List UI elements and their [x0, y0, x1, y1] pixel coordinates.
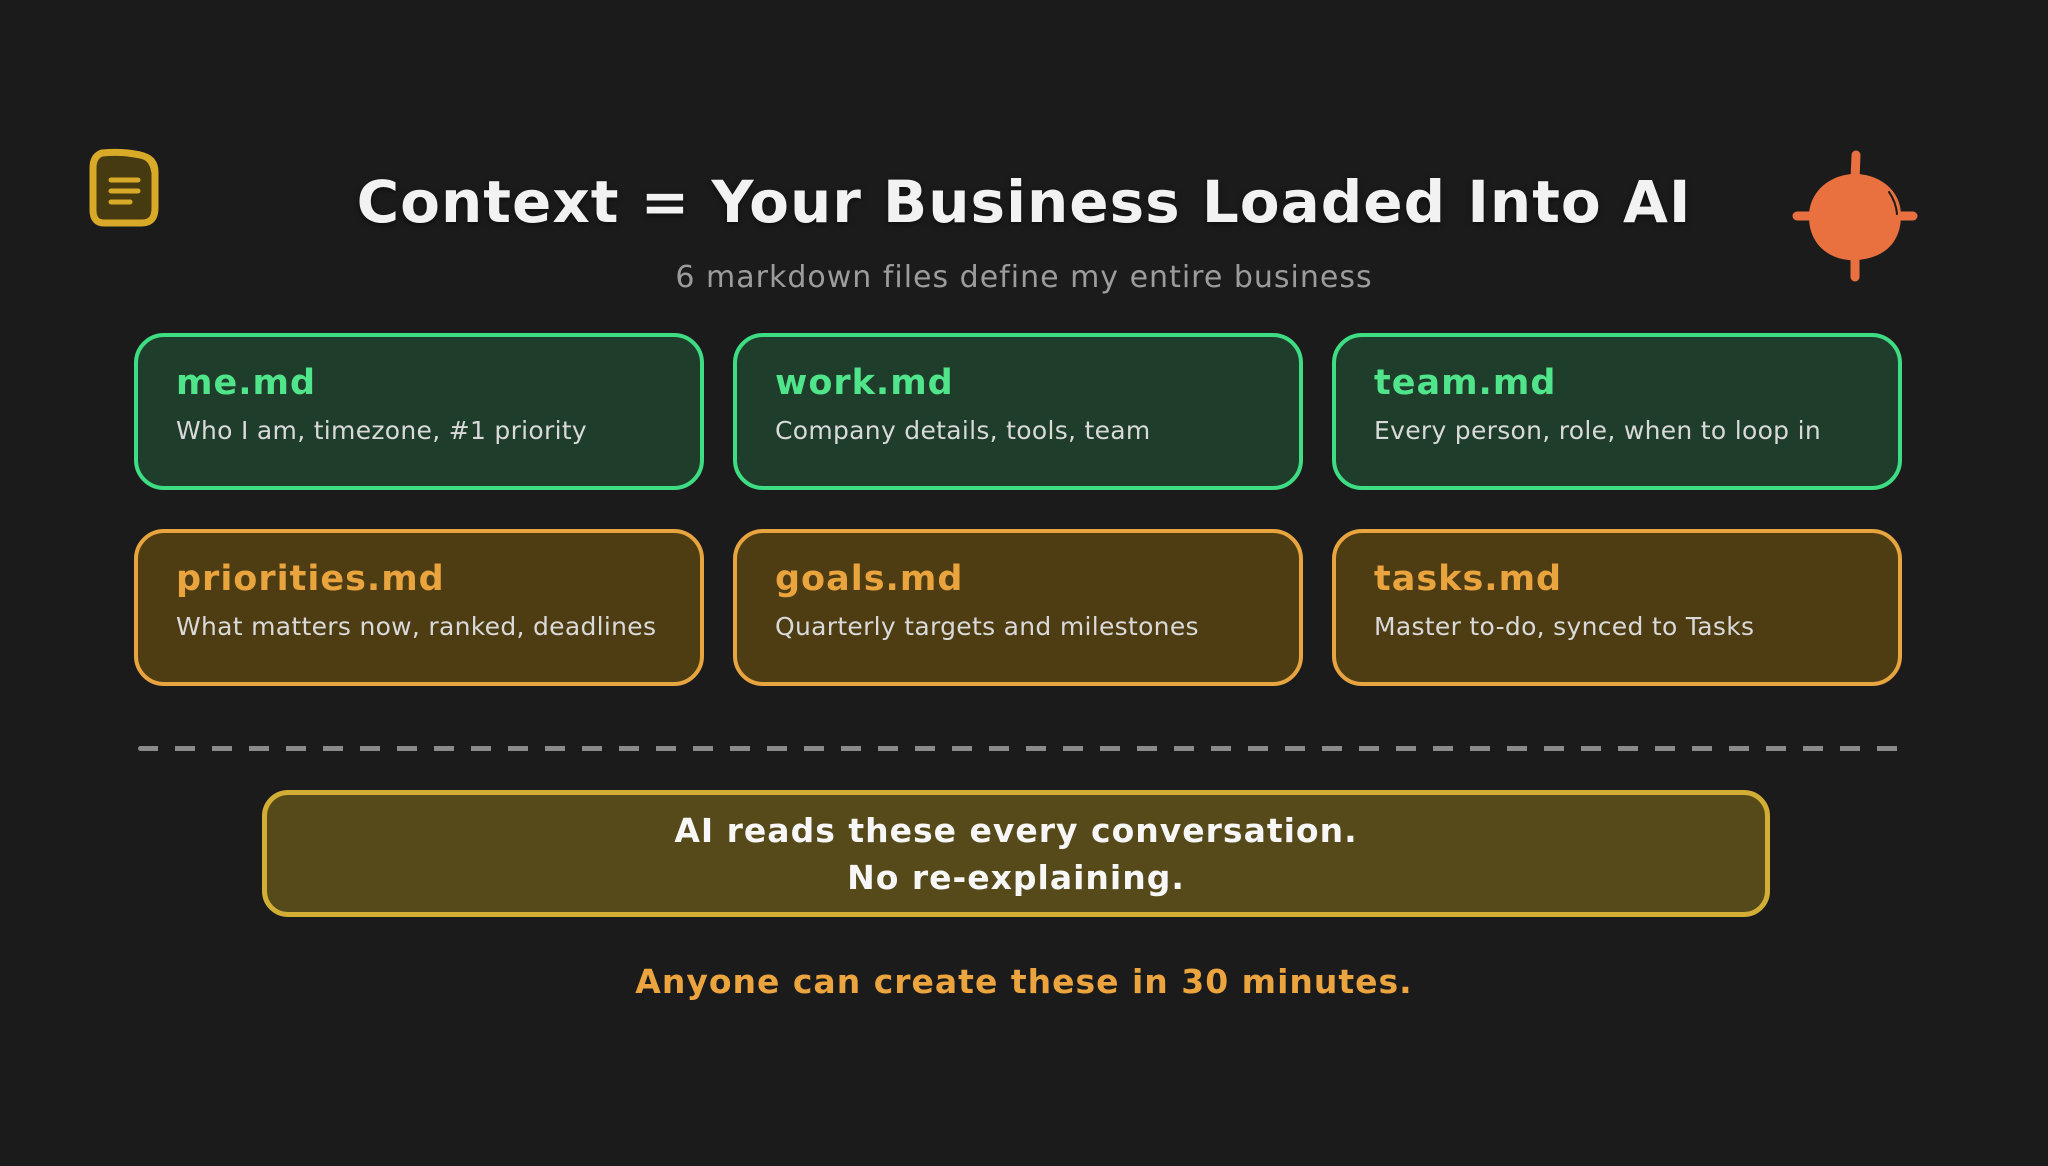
page-title: Context = Your Business Loaded Into AI [356, 168, 1692, 236]
card-tasks-md: tasks.md Master to-do, synced to Tasks [1332, 529, 1902, 686]
card-description: Who I am, timezone, #1 priority [176, 416, 588, 445]
highlight-callout: AI reads these every conversation. No re… [262, 790, 1770, 917]
card-description: Master to-do, synced to Tasks [1374, 612, 1755, 641]
card-description: Every person, role, when to loop in [1374, 416, 1821, 445]
card-me-md: me.md Who I am, timezone, #1 priority [134, 333, 704, 490]
card-title: goals.md [775, 559, 964, 599]
card-description: Quarterly targets and milestones [775, 612, 1199, 641]
card-description: Company details, tools, team [775, 416, 1151, 445]
card-description: What matters now, ranked, deadlines [176, 612, 657, 641]
card-priorities-md: priorities.md What matters now, ranked, … [134, 529, 704, 686]
highlight-line-2: No re-explaining. [847, 857, 1185, 897]
card-team-md: team.md Every person, role, when to loop… [1332, 333, 1902, 490]
card-title: work.md [775, 363, 954, 403]
card-title: priorities.md [176, 559, 445, 599]
cards-grid: me.md Who I am, timezone, #1 priority wo… [134, 333, 1902, 686]
document-note-icon [86, 146, 162, 234]
card-goals-md: goals.md Quarterly targets and milestone… [733, 529, 1303, 686]
footer-note: Anyone can create these in 30 minutes. [635, 962, 1413, 1001]
card-work-md: work.md Company details, tools, team [733, 333, 1303, 490]
target-crosshair-icon [1792, 150, 1918, 286]
card-title: me.md [176, 363, 317, 403]
card-title: tasks.md [1374, 559, 1563, 599]
page-subtitle: 6 markdown files define my entire busine… [675, 260, 1373, 295]
card-title: team.md [1374, 363, 1557, 403]
dashed-divider [138, 746, 1906, 751]
highlight-line-1: AI reads these every conversation. [674, 810, 1358, 850]
